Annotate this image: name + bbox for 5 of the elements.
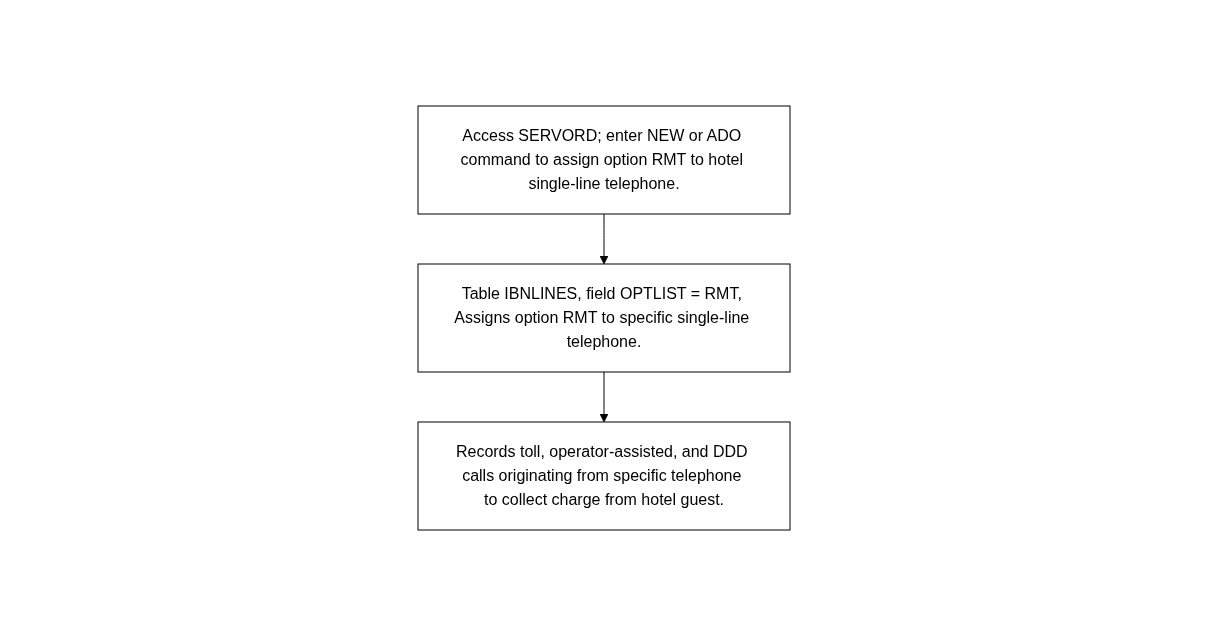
node-box: Records toll, operator-assisted, and DDD calls originating from specific telephone to collect charge from hotel guest.: [417, 421, 790, 531]
node-box: Access SERVORD; enter NEW or ADO command to assign option RMT to hotel single-line telephone.: [417, 105, 790, 215]
arrow: [599, 371, 608, 423]
arrow: [599, 213, 608, 265]
node-box: Table IBNLINES, field OPTLIST = RMT, Assigns option RMT to specific single-line telephone.: [417, 263, 790, 373]
